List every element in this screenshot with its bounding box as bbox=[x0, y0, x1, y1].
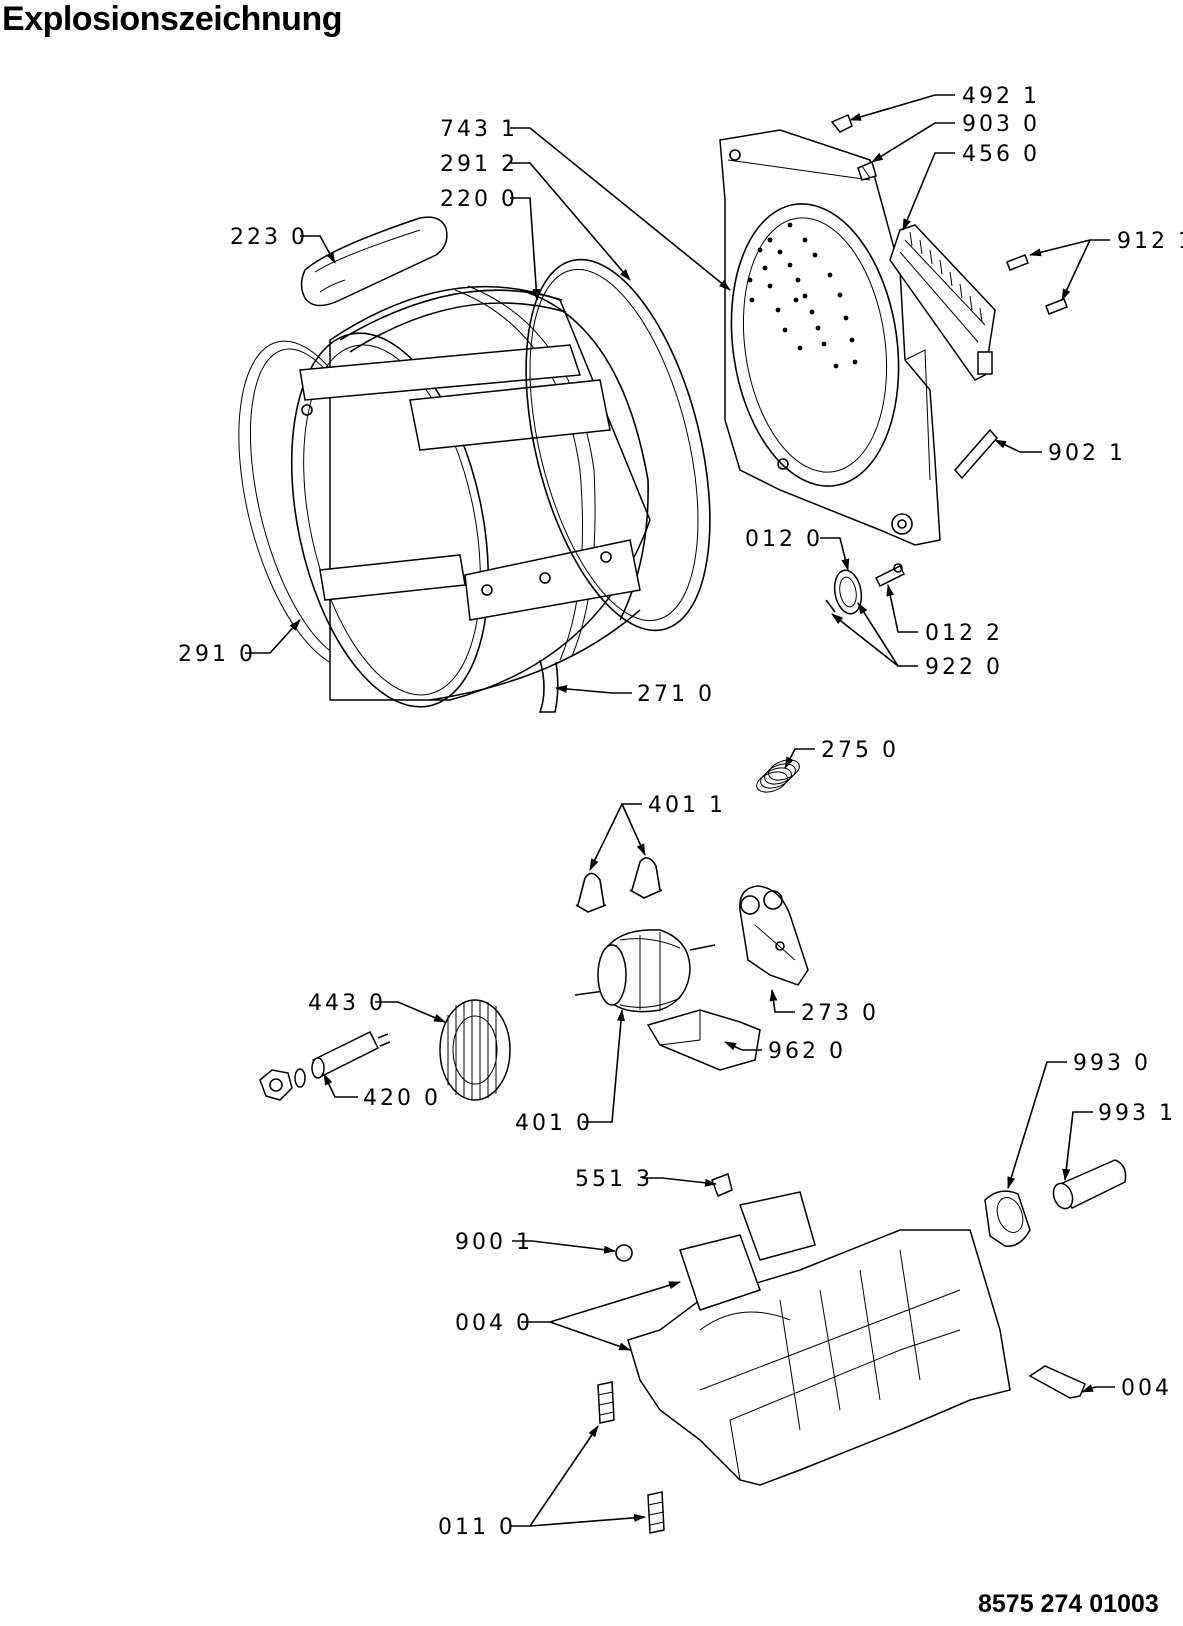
fan-wheel bbox=[439, 999, 511, 1101]
callout-011-0: 011 0 bbox=[438, 1515, 516, 1540]
callout-291-0: 291 0 bbox=[178, 642, 256, 667]
cable-clip-part bbox=[857, 160, 877, 181]
callout-443-0: 443 0 bbox=[308, 991, 386, 1016]
callout-291-2: 291 2 bbox=[440, 152, 518, 177]
bulkhead-perforation bbox=[747, 222, 858, 369]
callout-912-1: 912 1 bbox=[1117, 229, 1183, 254]
leader-lines bbox=[245, 94, 1115, 1527]
callout-271-0: 271 0 bbox=[637, 682, 715, 707]
hose-clip-part bbox=[615, 1244, 633, 1262]
drum bbox=[290, 285, 651, 713]
callout-labels: 492 1 903 0 456 0 912 1 743 1 291 2 220 … bbox=[178, 84, 1183, 1540]
callout-492-1: 492 1 bbox=[962, 84, 1040, 109]
motor bbox=[574, 929, 716, 1013]
shaft-part bbox=[874, 563, 906, 588]
seal-part bbox=[1028, 1365, 1086, 1399]
rear-drum-seal bbox=[525, 258, 711, 632]
callout-420-0: 420 0 bbox=[363, 1086, 441, 1111]
motor-shaft-assembly bbox=[259, 1030, 391, 1101]
thermostat-part bbox=[954, 428, 998, 480]
callout-401-1: 401 1 bbox=[648, 793, 726, 818]
callout-401-0: 401 0 bbox=[515, 1111, 593, 1136]
document-number: 8575 274 01003 bbox=[978, 1590, 1159, 1618]
adjustable-foot bbox=[597, 1381, 665, 1534]
motor-bracket bbox=[739, 885, 809, 986]
callout-004-0: 004 0 bbox=[455, 1311, 533, 1336]
clip-part bbox=[830, 113, 853, 133]
callout-012-0: 012 0 bbox=[745, 527, 823, 552]
tension-spring bbox=[756, 759, 800, 793]
rear-bulkhead bbox=[719, 129, 941, 546]
callout-903-0: 903 0 bbox=[962, 112, 1040, 137]
heating-element bbox=[889, 224, 996, 381]
callout-900-1: 900 1 bbox=[455, 1230, 533, 1255]
callout-902-1: 902 1 bbox=[1048, 441, 1126, 466]
callout-220-0: 220 0 bbox=[440, 187, 518, 212]
callout-223-0: 223 0 bbox=[230, 225, 308, 250]
bearing-part bbox=[825, 569, 863, 615]
drum-baffle-part bbox=[300, 216, 448, 307]
callout-993-1: 993 1 bbox=[1098, 1101, 1176, 1126]
motor-cover-bracket bbox=[646, 1009, 761, 1071]
callout-012-2: 012 2 bbox=[925, 621, 1003, 646]
base-housing bbox=[627, 1191, 1011, 1486]
callout-275-0: 275 0 bbox=[821, 738, 899, 763]
callout-993-0: 993 0 bbox=[1073, 1051, 1151, 1076]
callout-273-0: 273 0 bbox=[801, 1001, 879, 1026]
cap-part bbox=[984, 1190, 1031, 1247]
callout-743-1: 743 1 bbox=[440, 117, 518, 142]
callout-456-0: 456 0 bbox=[962, 142, 1040, 167]
motor-clip-part bbox=[575, 857, 663, 913]
sensor-part bbox=[711, 1173, 733, 1197]
filter-tube-part bbox=[1052, 1159, 1127, 1210]
callout-962-0: 962 0 bbox=[768, 1039, 846, 1064]
callout-922-0: 922 0 bbox=[925, 655, 1003, 680]
callout-551-3: 551 3 bbox=[575, 1167, 653, 1192]
screw-part bbox=[1006, 254, 1068, 315]
callout-004-1: 004 1 bbox=[1121, 1376, 1183, 1401]
page-title: Explosionszeichnung bbox=[2, 0, 342, 38]
